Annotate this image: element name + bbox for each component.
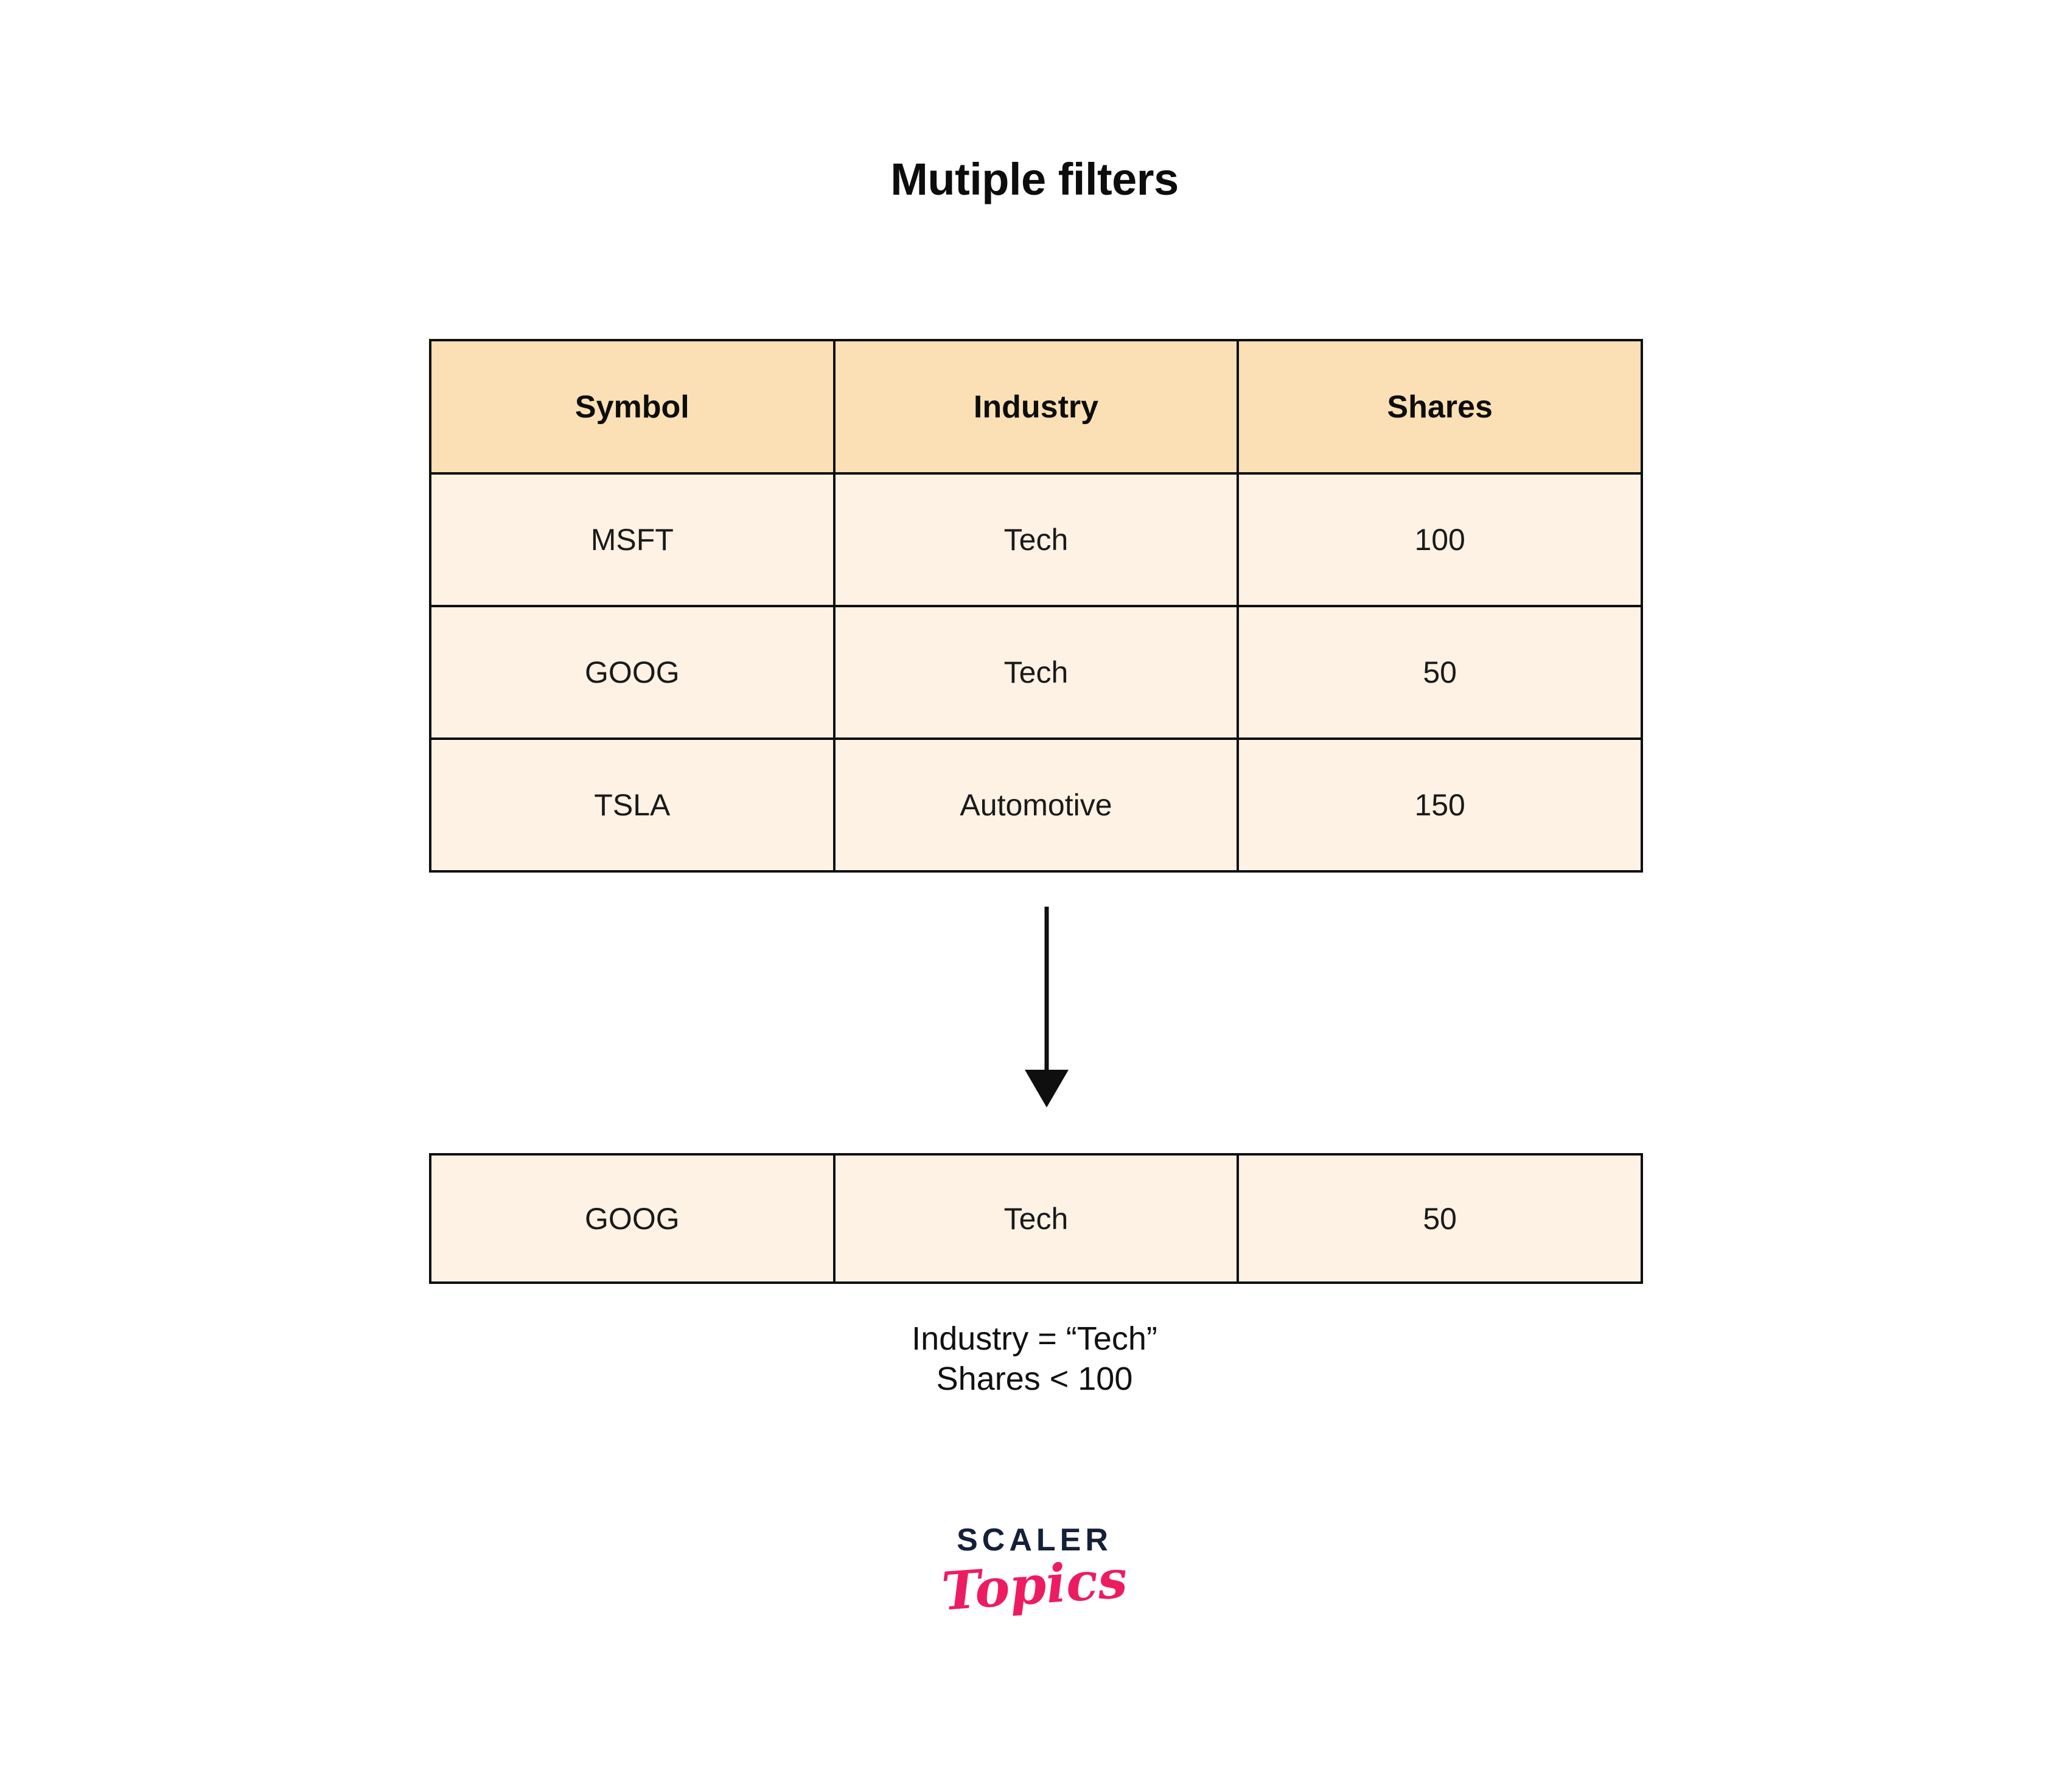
cell-symbol: GOOG — [429, 1153, 836, 1284]
logo-wordmark-topics: Topics — [940, 1548, 1129, 1623]
cell-symbol: GOOG — [429, 605, 836, 740]
arrow-down-icon — [1025, 907, 1069, 1107]
column-header-symbol: Symbol — [429, 339, 836, 475]
cell-industry: Tech — [832, 1153, 1240, 1284]
cell-symbol: MSFT — [429, 472, 836, 607]
cell-shares: 50 — [1237, 1153, 1643, 1284]
scaler-topics-logo: SCALER Topics — [0, 1522, 2069, 1623]
cell-shares: 150 — [1237, 737, 1643, 873]
table-header-row: Symbol Industry Shares — [429, 339, 1643, 475]
cell-symbol: TSLA — [429, 737, 836, 873]
filter-condition-shares: Shares < 100 — [936, 1360, 1133, 1397]
filter-condition-industry: Industry = “Tech” — [912, 1320, 1157, 1357]
table-row: TSLA Automotive 150 — [429, 737, 1643, 873]
cell-industry: Tech — [832, 472, 1240, 607]
cell-industry: Automotive — [832, 737, 1240, 873]
filter-caption: Industry = “Tech” Shares < 100 — [0, 1319, 2069, 1400]
table-row: GOOG Tech 50 — [429, 1153, 1643, 1284]
source-data-table: Symbol Industry Shares MSFT Tech 100 GOO… — [429, 339, 1643, 873]
column-header-industry: Industry — [832, 339, 1240, 475]
cell-shares: 100 — [1237, 472, 1643, 607]
cell-industry: Tech — [832, 605, 1240, 740]
filtered-result-table: GOOG Tech 50 — [429, 1153, 1643, 1284]
logo-wordmark-scaler: SCALER — [957, 1522, 1112, 1558]
table-row: MSFT Tech 100 — [429, 472, 1643, 607]
table-row: GOOG Tech 50 — [429, 605, 1643, 740]
cell-shares: 50 — [1237, 605, 1643, 740]
column-header-shares: Shares — [1237, 339, 1643, 475]
page-title: Mutiple filters — [890, 154, 1179, 204]
